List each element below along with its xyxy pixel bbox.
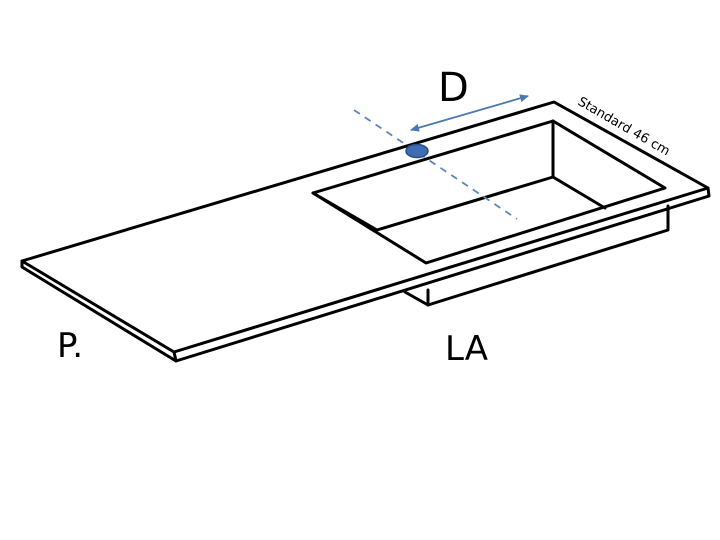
basin-inner-back-wall	[311, 119, 555, 232]
countertop-front-edge	[20, 186, 711, 363]
countertop-slab	[20, 100, 711, 363]
basin-inner-floor-edge	[551, 175, 607, 210]
label-d: D	[438, 65, 469, 111]
basin	[311, 119, 670, 307]
label-standard-depth: Standard 46 cm	[575, 94, 672, 159]
basin-centerline	[353, 109, 518, 220]
basin-opening	[311, 119, 667, 265]
dimension-arrow-d	[410, 94, 529, 132]
label-p: P.	[57, 326, 83, 366]
countertop-front-corner	[172, 350, 178, 363]
tap-hole	[405, 143, 429, 159]
label-la: LA	[445, 329, 488, 369]
basin-underside	[403, 204, 670, 307]
